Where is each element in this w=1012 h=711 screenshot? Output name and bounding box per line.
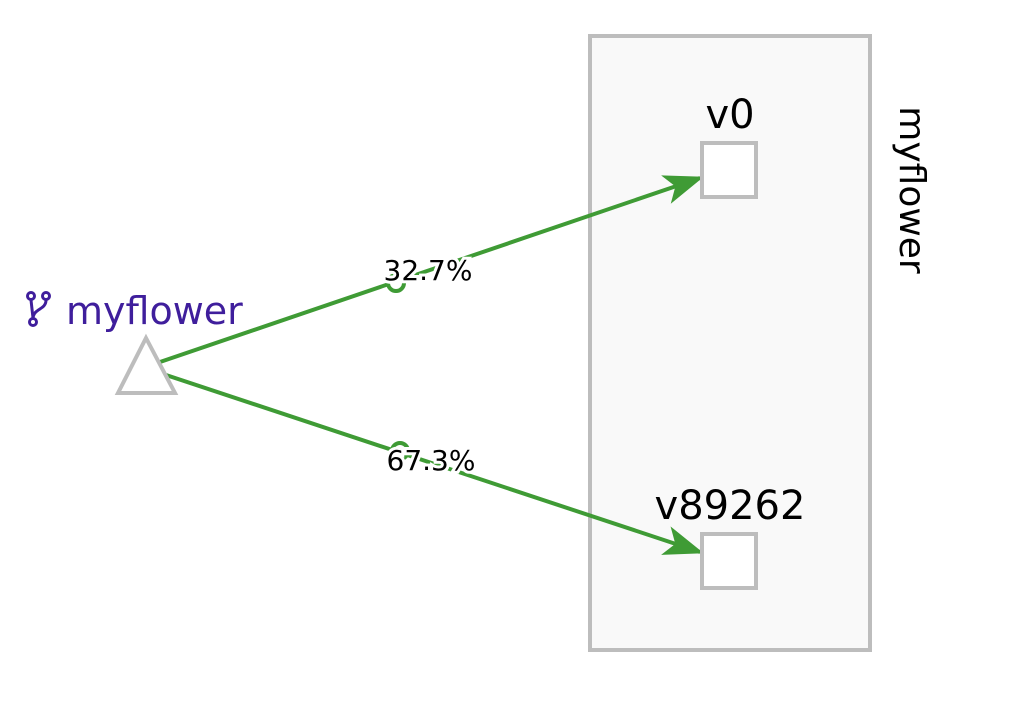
edge-percent-label: 67.3% — [387, 444, 476, 477]
edge-percent-label: 32.7% — [384, 254, 473, 287]
container-label: myflower — [891, 106, 932, 274]
fork-icon — [26, 291, 51, 327]
version-node-v89262[interactable] — [700, 532, 758, 590]
version-label: v0 — [705, 92, 754, 138]
edge-midpoint-dot — [386, 273, 406, 293]
source-node-triangle[interactable] — [114, 333, 179, 395]
version-label: v89262 — [655, 483, 806, 529]
edge-midpoint-dot — [390, 441, 410, 461]
source-label: myflower — [66, 289, 243, 333]
edge-to-v0 — [159, 175, 704, 364]
version-node-v0[interactable] — [700, 141, 758, 199]
edge-to-v89262 — [162, 372, 704, 555]
